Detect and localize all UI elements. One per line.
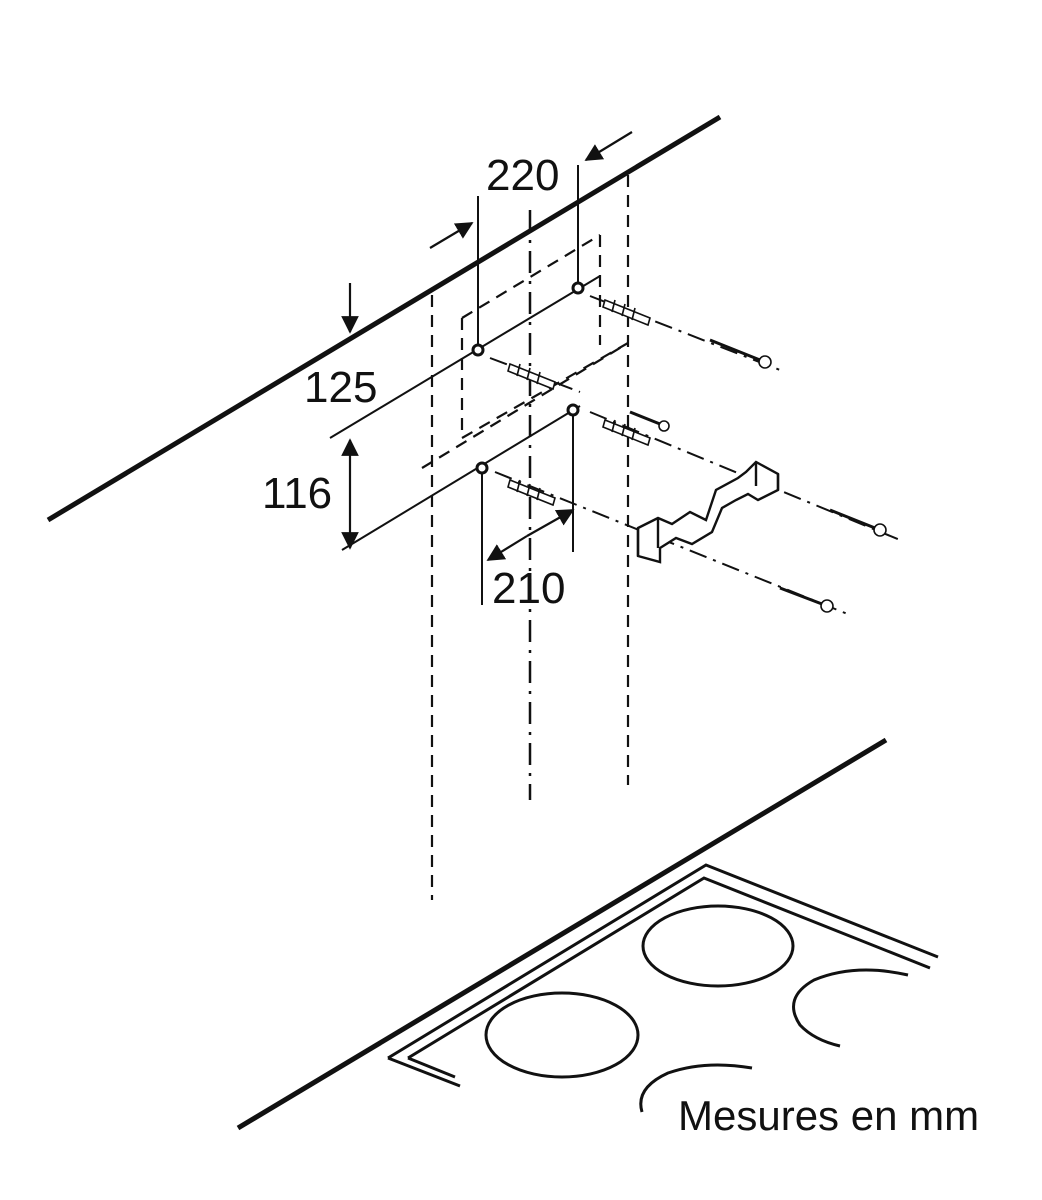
anchor-3 [602, 418, 651, 447]
screw-2 [629, 410, 670, 432]
mounting-lines [329, 165, 601, 605]
anchor-2 [507, 362, 556, 391]
screw-3 [829, 508, 887, 537]
burner-back-right [792, 968, 909, 1048]
anchor-1 [602, 298, 651, 327]
screw-4 [779, 586, 834, 613]
mounting-bracket [636, 460, 780, 564]
burner-front-right [639, 1063, 753, 1113]
screw-holes [471, 281, 585, 475]
cooktop-inner-edge [407, 876, 931, 1060]
dimension-210-label: 210 [492, 564, 565, 613]
ceiling-line [46, 114, 722, 523]
cooktop-outer-edge [387, 863, 939, 1060]
screw-1 [709, 338, 772, 369]
anchor-4 [507, 478, 556, 507]
dimension-116-label: 116 [262, 469, 332, 518]
dimension-arrows [341, 131, 633, 561]
screw-anchors [507, 298, 887, 613]
dimension-220-label: 220 [486, 151, 559, 200]
cooktop [387, 863, 939, 1113]
cooktop-front-edge [387, 1056, 461, 1088]
burner-back-left [641, 904, 795, 988]
units-note: Mesures en mm [678, 1092, 979, 1139]
worktop-line [236, 737, 888, 1131]
hood-outline-dashed [421, 175, 630, 900]
dimension-125-label: 125 [304, 363, 377, 412]
burner-front-left [484, 991, 640, 1079]
